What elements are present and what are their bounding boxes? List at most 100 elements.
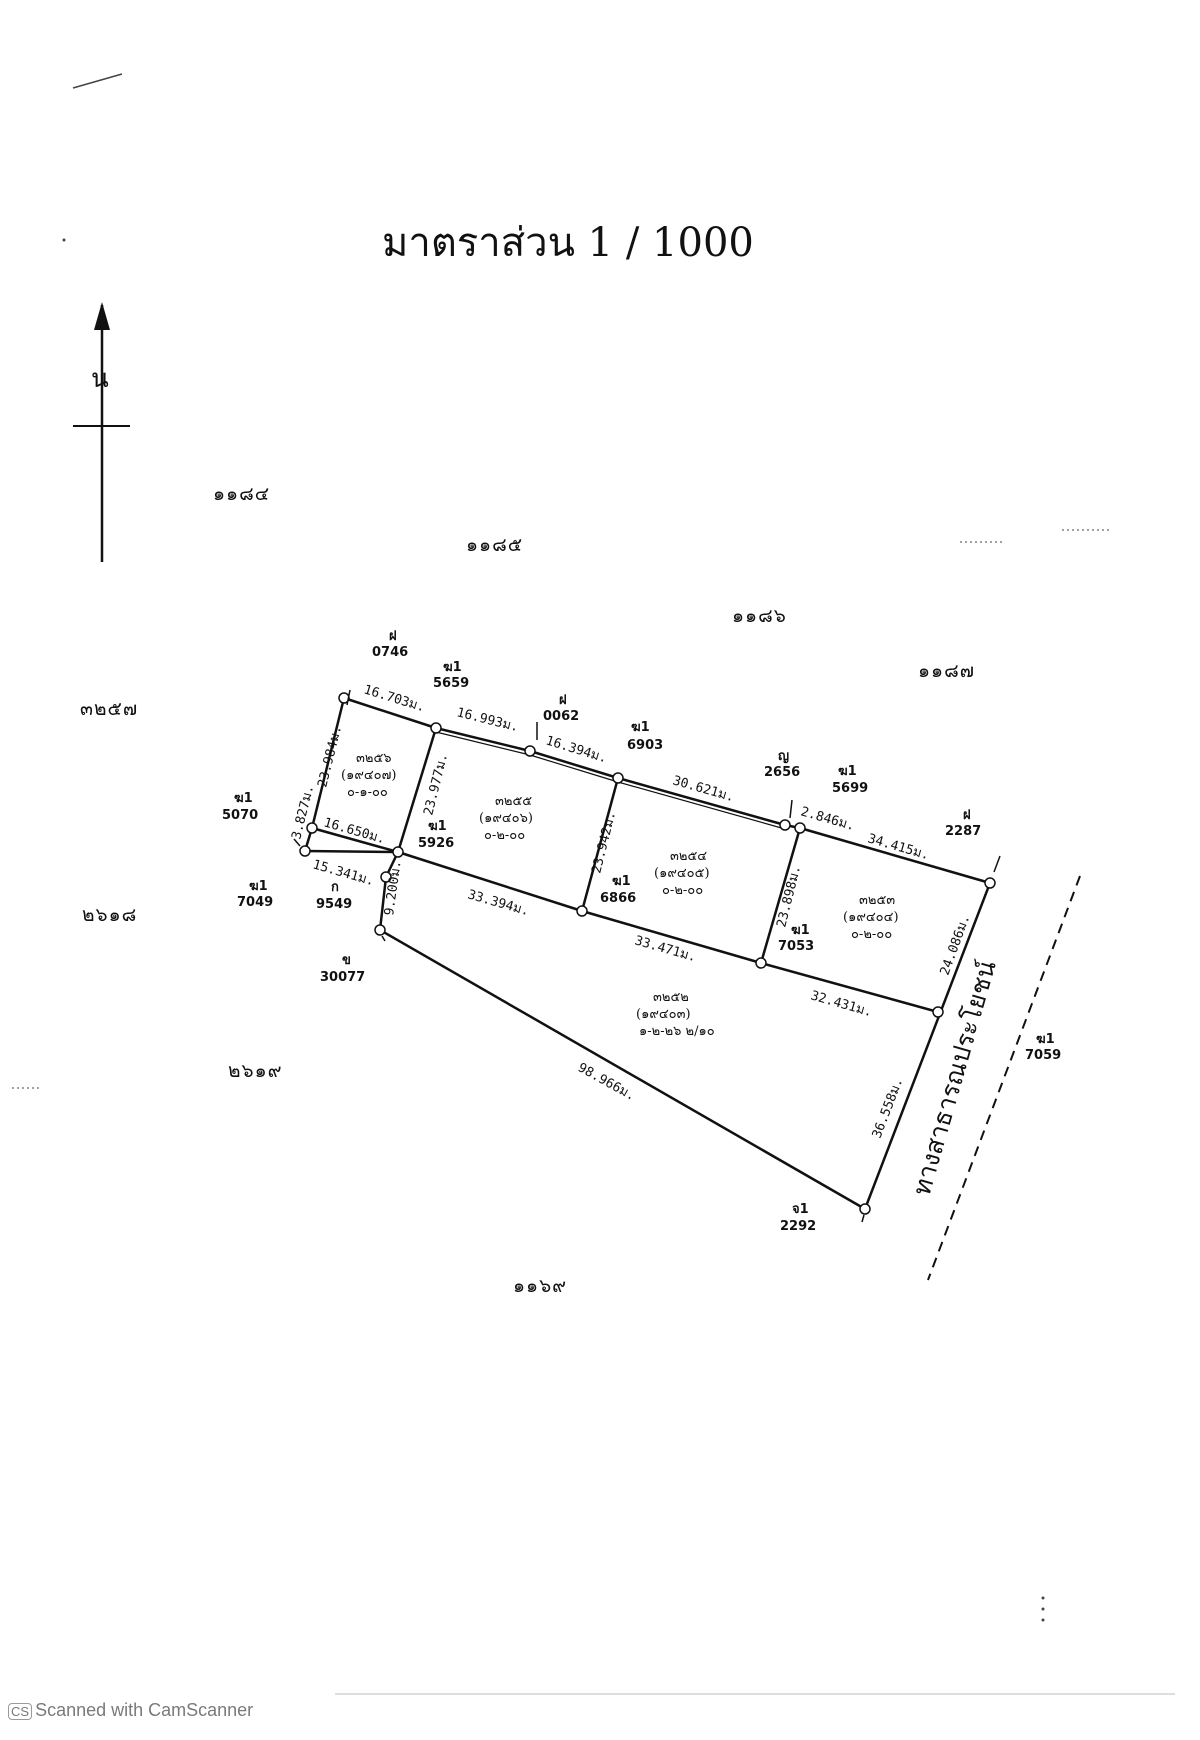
dimension-label: 23.898ม.	[774, 864, 804, 929]
corner-marker	[576, 905, 588, 917]
svg-text:ฆ1: ฆ1	[612, 874, 631, 889]
plot-3255: ๓๒๕๕ (๑๙๔๐๖) ๐-๒-๐๐	[479, 794, 533, 843]
dimension-label: 33.471ม.	[633, 933, 698, 965]
neighbor-parcel-1186: ๑๑๘๖	[732, 605, 787, 627]
marker-label-30077: ข 30077	[320, 953, 365, 985]
svg-text:ฆ1: ฆ1	[428, 819, 447, 834]
plot-deed: (๑๙๔๐๗)	[341, 768, 396, 783]
dimension-label: 16.993ม.	[455, 705, 520, 735]
corner-marker	[612, 772, 624, 784]
svg-text:0746: 0746	[372, 645, 408, 660]
plot-3253: ๓๒๕๓ (๑๙๔๐๔) ๐-๒-๐๐	[843, 893, 899, 942]
camscanner-logo: CS	[8, 1703, 33, 1720]
marker-label-5070: ฆ1 5070	[222, 791, 258, 823]
marker-label-0746: ฝ 0746	[372, 629, 408, 660]
svg-text:5699: 5699	[832, 781, 868, 796]
scan-specks	[12, 73, 1175, 1695]
dimension-label: 34.415ม.	[866, 831, 931, 863]
corner-marker	[430, 722, 442, 734]
plot-deed: (๑๙๔๐๖)	[479, 811, 533, 826]
neighbor-parcel-1184: ๑๑๘๔	[213, 483, 270, 505]
scale-title: มาตราส่วน 1 / 1000	[382, 220, 754, 266]
corner-marker	[779, 819, 791, 831]
plot-number: ๓๒๕๔	[670, 849, 707, 864]
divider-2	[580, 777, 620, 912]
svg-text:9549: 9549	[316, 897, 352, 912]
svg-text:ฆ1: ฆ1	[838, 764, 857, 779]
neighbor-parcel-1185: ๑๑๘๕	[466, 534, 523, 556]
corner-marker	[984, 877, 996, 889]
svg-text:2656: 2656	[764, 765, 800, 780]
corner-marker	[380, 871, 392, 883]
top-boundary-inner	[435, 731, 786, 830]
corner-marker	[859, 1203, 871, 1215]
marker-label-5699: ฆ1 5699	[832, 764, 868, 796]
public-road-line	[927, 875, 1081, 1281]
corner-marker	[299, 845, 311, 857]
svg-text:0062: 0062	[543, 709, 579, 724]
plot-deed: (๑๙๔๐๕)	[654, 866, 710, 881]
marker-label-7053: ฆ1 7053	[778, 923, 814, 954]
plot-area: ๐-๒-๐๐	[484, 828, 525, 843]
neighbor-parcel-1169: ๑๑๖๙	[513, 1275, 567, 1297]
svg-text:30077: 30077	[320, 970, 365, 985]
north-label: น	[91, 364, 109, 394]
scanner-watermark-text: Scanned with CamScanner	[35, 1700, 254, 1720]
plot-number: ๓๒๕๖	[356, 751, 392, 766]
plot-area: ๐-๒-๐๐	[851, 927, 892, 942]
marker-label-0062: ฝ 0062	[543, 693, 579, 724]
svg-text:ก: ก	[331, 880, 339, 895]
svg-text:6866: 6866	[600, 891, 636, 906]
svg-text:5659: 5659	[433, 676, 469, 691]
lower-west-edge	[304, 849, 400, 931]
svg-text:7053: 7053	[778, 939, 814, 954]
svg-text:ญ: ญ	[778, 749, 789, 764]
neighbor-parcel-3257: ๓๒๕๗	[80, 698, 138, 720]
public-road-label: ทางสาธารณประโยชน์	[907, 957, 1002, 1199]
svg-text:ฆ1: ฆ1	[234, 791, 253, 806]
corner-marker	[524, 745, 536, 757]
svg-text:2287: 2287	[945, 824, 981, 839]
dimension-label: 23.942ม.	[589, 810, 619, 875]
svg-text:จ1: จ1	[792, 1202, 809, 1217]
svg-text:2292: 2292	[780, 1219, 816, 1234]
plot-deed: (๑๙๔๐๓)	[636, 1007, 691, 1022]
corner-markers	[299, 692, 996, 1215]
divider-3	[759, 827, 802, 964]
plot-3254: ๓๒๕๔ (๑๙๔๐๕) ๐-๒-๐๐	[654, 849, 710, 898]
svg-text:6903: 6903	[627, 738, 663, 753]
dimension-label: 30.621ม.	[671, 773, 736, 805]
svg-text:ฆ1: ฆ1	[631, 720, 650, 735]
corner-marker	[306, 822, 318, 834]
svg-text:ฆ1: ฆ1	[443, 660, 462, 675]
svg-text:ฆ1: ฆ1	[791, 923, 810, 938]
marker-label-2287: ฝ 2287	[945, 808, 981, 839]
parcel-boundaries	[303, 696, 992, 1211]
corner-marker	[794, 822, 806, 834]
svg-text:ฝ: ฝ	[963, 808, 971, 823]
plot-3256: ๓๒๕๖ (๑๙๔๐๗) ๐-๑-๐๐	[341, 751, 396, 800]
neighbor-parcel-1187: ๑๑๘๗	[918, 660, 975, 682]
svg-text:ฝ: ฝ	[389, 629, 397, 644]
corner-marker	[932, 1006, 944, 1018]
dimension-label: 98.966ม.	[575, 1060, 638, 1104]
dimension-label: 24.086ม.	[938, 913, 974, 978]
dimension-label: 16.703ม.	[362, 682, 427, 715]
svg-text:ฝ: ฝ	[559, 693, 567, 708]
marker-label-7049: ฆ1 7049	[237, 879, 273, 910]
plot-area: ๑-๒-๒๖ ๒/๑๐	[639, 1024, 715, 1039]
plot-3252: ๓๒๕๒ (๑๙๔๐๓) ๑-๒-๒๖ ๒/๑๐	[636, 990, 715, 1039]
post-ticks	[293, 689, 1001, 1223]
marker-label-6903: ฆ1 6903	[627, 720, 663, 753]
plot-area: ๐-๒-๐๐	[662, 883, 703, 898]
marker-label-9549: ก 9549	[316, 880, 352, 912]
svg-text:5926: 5926	[418, 836, 454, 851]
neighbor-parcel-2619: ๒๖๑๙	[228, 1060, 283, 1082]
neighbor-parcel-2618: ๒๖๑๘	[82, 904, 137, 926]
plot-number: ๓๒๕๕	[495, 794, 532, 809]
plot-deed: (๑๙๔๐๔)	[843, 910, 899, 925]
marker-label-6866: ฆ1 6866	[600, 874, 636, 906]
svg-text:ฆ1: ฆ1	[1036, 1032, 1055, 1047]
